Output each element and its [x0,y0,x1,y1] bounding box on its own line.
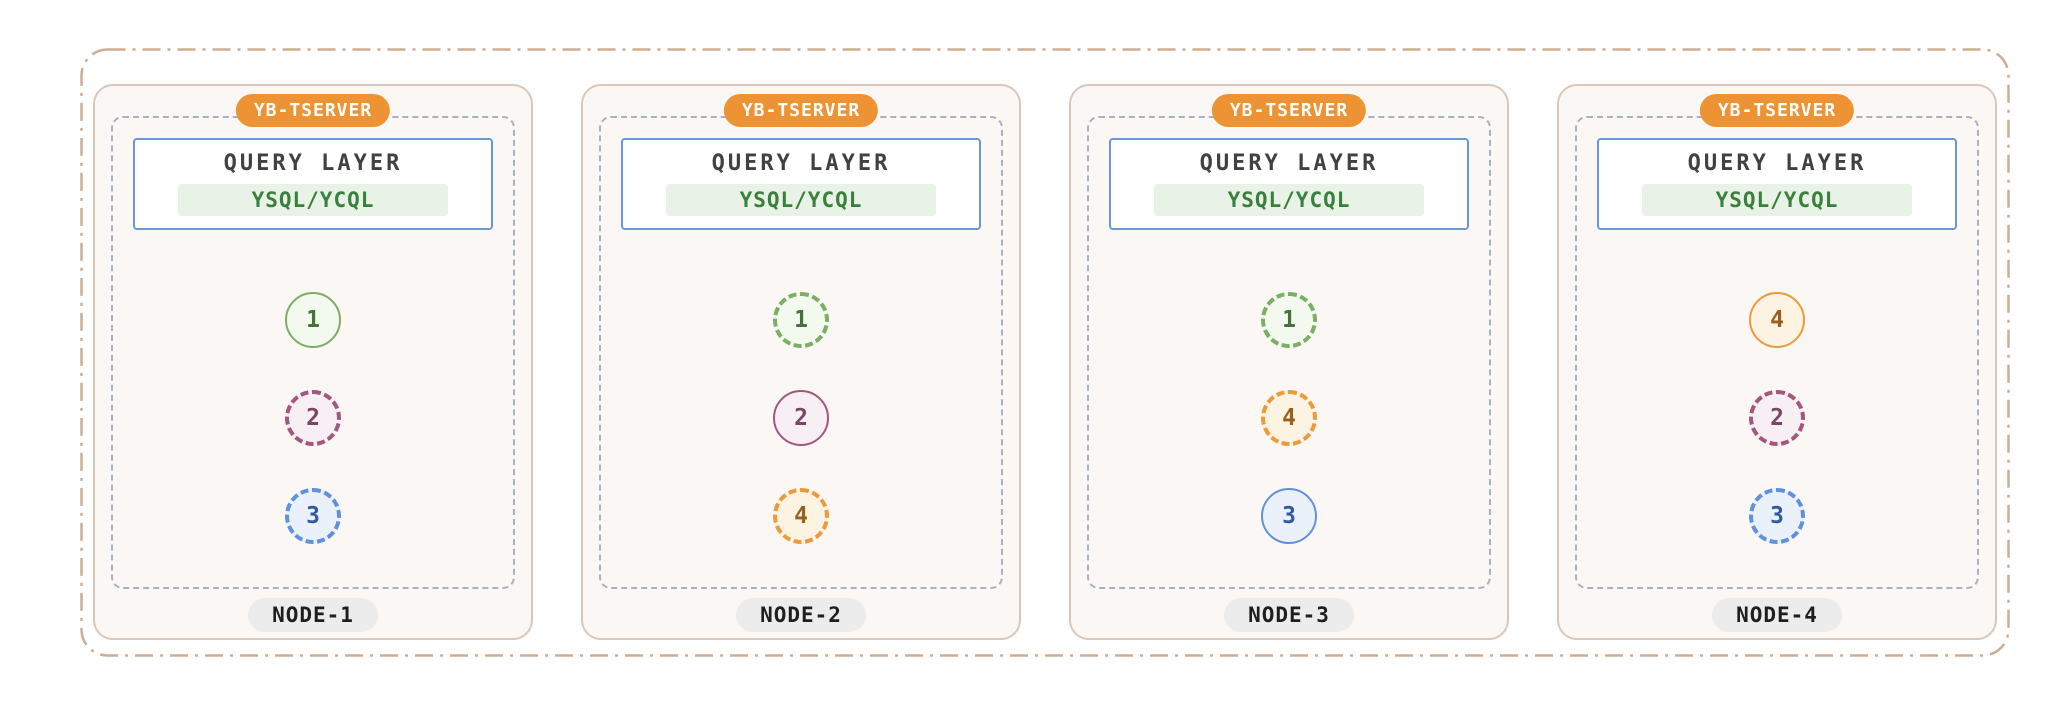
tablet-3-circle: 3 [285,488,341,544]
tablet-2-circle: 2 [1749,390,1805,446]
tablets: 4 2 3 [1577,292,1977,544]
nodes-row: YB-TSERVER QUERY LAYER YSQL/YCQL 1 2 3 NOD… [80,48,2010,640]
node-label: NODE-2 [736,598,866,632]
query-layer-box: QUERY LAYER YSQL/YCQL [133,138,493,230]
tablet-2-circle: 2 [773,390,829,446]
tablet-1-circle: 1 [773,292,829,348]
yb-tserver-badge: YB-TSERVER [235,94,391,127]
node-card-node-3: YB-TSERVER QUERY LAYER YSQL/YCQL 1 4 3 NOD… [1069,84,1509,640]
query-layer-api-label: YSQL/YCQL [177,184,449,216]
query-layer-title: QUERY LAYER [1199,151,1379,176]
query-layer-api-label: YSQL/YCQL [1153,184,1425,216]
cluster-boundary: YB-TSERVER QUERY LAYER YSQL/YCQL 1 2 3 NOD… [80,48,2010,657]
tablet-4-circle: 4 [1749,292,1805,348]
query-layer-api-label: YSQL/YCQL [1641,184,1913,216]
tablet-3-circle: 3 [1261,488,1317,544]
query-layer-box: QUERY LAYER YSQL/YCQL [1597,138,1957,230]
tablets: 1 2 3 [113,292,513,544]
query-layer-api-label: YSQL/YCQL [665,184,937,216]
yb-tserver-badge: YB-TSERVER [1699,94,1855,127]
tablet-1-circle: 1 [1261,292,1317,348]
node-label: NODE-3 [1224,598,1354,632]
tablet-3-circle: 3 [1749,488,1805,544]
node-card-node-2: YB-TSERVER QUERY LAYER YSQL/YCQL 1 2 4 NOD… [581,84,1021,640]
tserver-inner-boundary: QUERY LAYER YSQL/YCQL 1 2 4 [599,116,1003,589]
node-label: NODE-4 [1712,598,1842,632]
yb-tserver-badge: YB-TSERVER [1211,94,1367,127]
node-card-node-1: YB-TSERVER QUERY LAYER YSQL/YCQL 1 2 3 NOD… [93,84,533,640]
tablet-1-circle: 1 [285,292,341,348]
tserver-inner-boundary: QUERY LAYER YSQL/YCQL 4 2 3 [1575,116,1979,589]
node-label: NODE-1 [248,598,378,632]
query-layer-title: QUERY LAYER [223,151,403,176]
tablets: 1 2 4 [601,292,1001,544]
tablet-4-circle: 4 [773,488,829,544]
tserver-inner-boundary: QUERY LAYER YSQL/YCQL 1 4 3 [1087,116,1491,589]
tablet-2-circle: 2 [285,390,341,446]
tserver-inner-boundary: QUERY LAYER YSQL/YCQL 1 2 3 [111,116,515,589]
yb-tserver-badge: YB-TSERVER [723,94,879,127]
query-layer-box: QUERY LAYER YSQL/YCQL [621,138,981,230]
query-layer-title: QUERY LAYER [711,151,891,176]
node-card-node-4: YB-TSERVER QUERY LAYER YSQL/YCQL 4 2 3 NOD… [1557,84,1997,640]
tablets: 1 4 3 [1089,292,1489,544]
query-layer-box: QUERY LAYER YSQL/YCQL [1109,138,1469,230]
query-layer-title: QUERY LAYER [1687,151,1867,176]
cluster-dash-border [80,48,2010,657]
tablet-4-circle: 4 [1261,390,1317,446]
